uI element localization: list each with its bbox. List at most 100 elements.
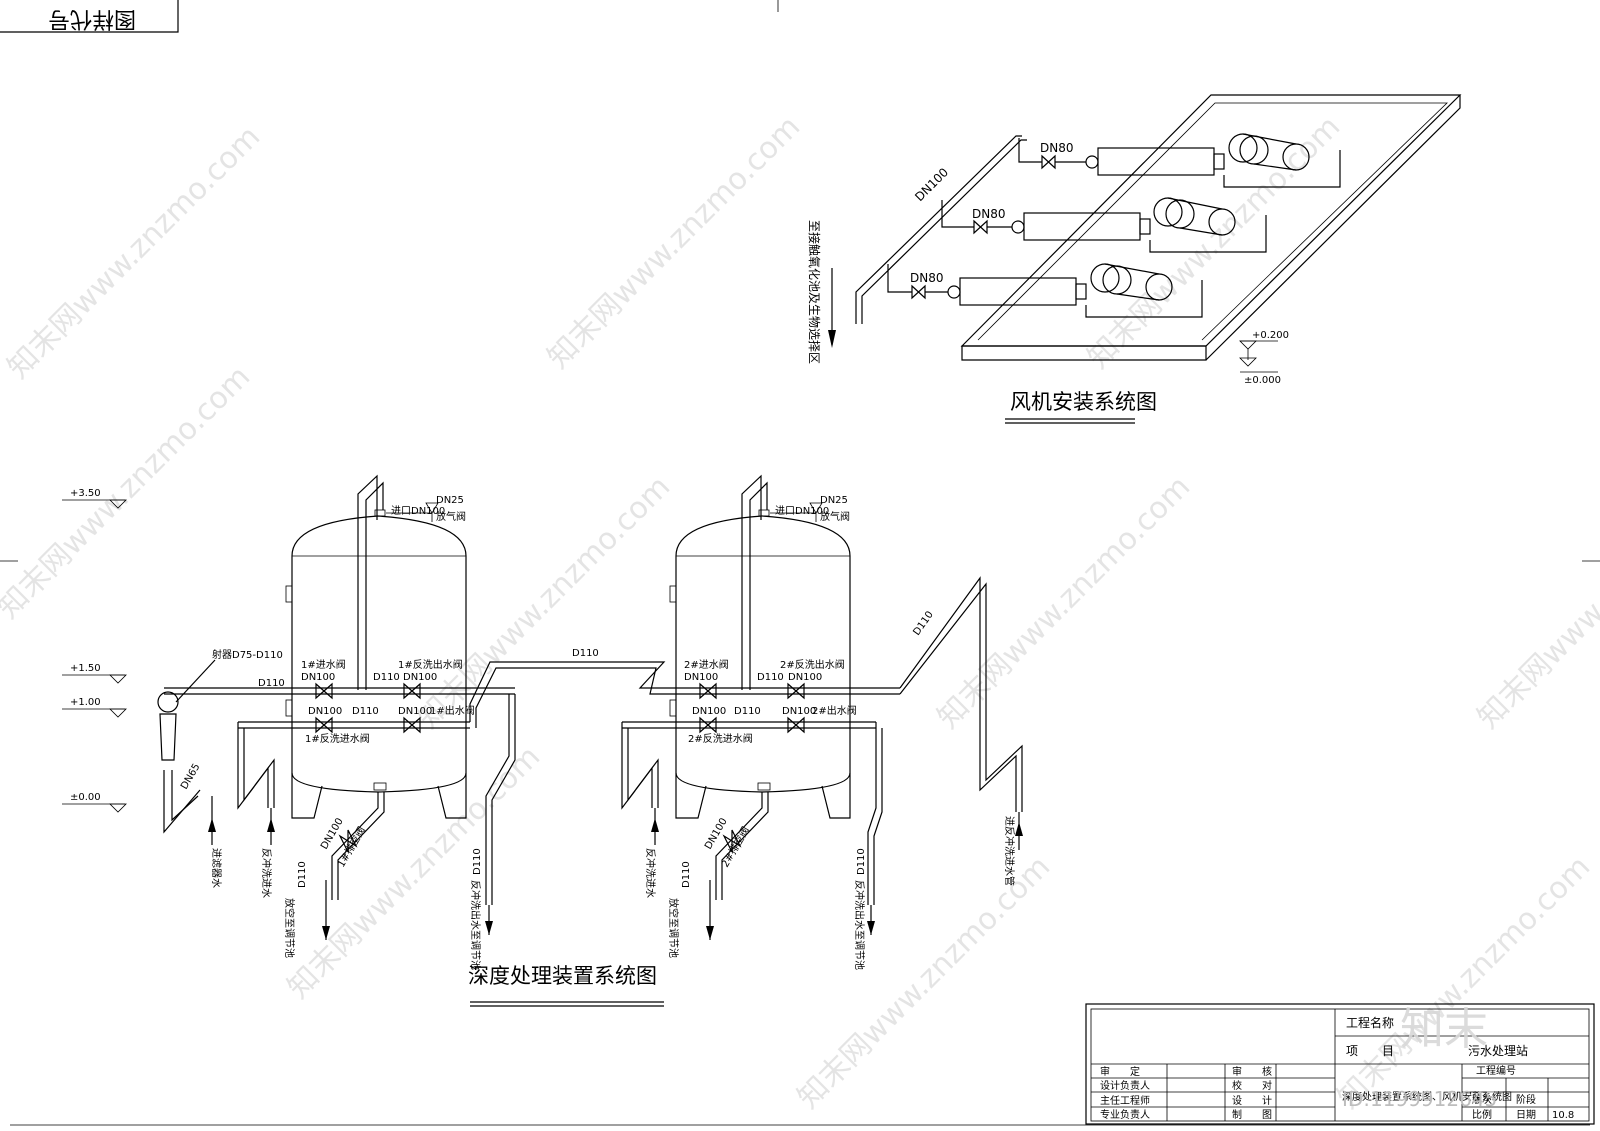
ejector: 射器D75-D110 DN65 (157, 649, 283, 834)
version-label: 版次 (1472, 1093, 1492, 1106)
role-label: 审 定 (1100, 1065, 1140, 1078)
valve-tag: 1#出水阀 (430, 704, 475, 717)
watermark: 知末网www.znzmo.com (541, 109, 807, 375)
level-label: +1.00 (70, 697, 101, 708)
level-label: +1.50 (70, 663, 101, 674)
drawing-code-stamp: 图样代号 (0, 0, 179, 33)
outlet-label: 反冲洗出水至调节池 (469, 880, 482, 970)
item-value: 污水处理站 (1468, 1044, 1528, 1058)
elevation-label: ±0.000 (1244, 375, 1281, 386)
level-label: ±0.00 (70, 792, 101, 803)
valve-tag: 2#出水阀 (812, 704, 857, 717)
title-block: 工程名称 项 目 污水处理站 深度处理装置系统图、风机安装系统图 工程编号 版次… (1085, 1003, 1595, 1125)
valve-tag: 1#进水阀 (301, 658, 346, 671)
valve (403, 682, 421, 700)
d110-label: D110 (734, 706, 761, 717)
watermark-layer: 知末网www.znzmo.com 知末网www.znzmo.com 知末网www… (0, 109, 1600, 1115)
ejector-label: 射器D75-D110 (212, 649, 283, 661)
d110-label: D110 (911, 609, 935, 637)
item-label: 项 目 (1346, 1044, 1394, 1058)
d110-label: D110 (572, 648, 599, 659)
tank1-vent-label: 放气阀 (436, 510, 466, 523)
valve (787, 682, 805, 700)
blower-unit: DN80 (1018, 133, 1341, 188)
role-label: 设 计 (1232, 1094, 1272, 1107)
main-air-pipe (855, 135, 1022, 324)
d110-label: D110 (681, 861, 692, 888)
role-label: 校 对 (1232, 1079, 1272, 1092)
level-marks: +3.50 +1.50 +1.00 ±0.00 (62, 488, 127, 813)
valve-tag: 1#反洗进水阀 (305, 732, 370, 745)
valve-tag: 1#反洗出水阀 (398, 658, 463, 671)
d110-label: D110 (297, 861, 308, 888)
znzmo-logo: 知末 (1400, 1004, 1488, 1055)
valve-size: DN100 (788, 672, 822, 683)
blower-valve-label: DN80 (1040, 141, 1074, 155)
valve-size: DN100 (684, 672, 718, 683)
role-label: 专业负责人 (1100, 1108, 1150, 1121)
valve (338, 829, 358, 853)
outlet-label: 反冲洗进水 (260, 848, 273, 898)
drawing-name: 深度处理装置系统图、风机安装系统图 (1342, 1090, 1512, 1103)
deep-diagram-title: 深度处理装置系统图 (468, 964, 657, 988)
d110-label: D110 (258, 678, 285, 689)
d110-label: D110 (352, 706, 379, 717)
watermark: 知末网www.znzmo.com (0, 359, 257, 625)
blower-unit: DN80 (887, 263, 1203, 318)
blower-elevation-marks: +0.200 ±0.000 (1239, 330, 1289, 386)
tank2-vent-size: DN25 (820, 495, 848, 506)
d110-label: D110 (757, 672, 784, 683)
date-value: 10.8 (1552, 1110, 1574, 1121)
date-label: 日期 (1516, 1109, 1536, 1121)
valve (403, 716, 421, 734)
valve-size: DN100 (692, 706, 726, 717)
level-label: +3.50 (70, 488, 101, 499)
outlet-label: 反冲洗进水 (644, 848, 657, 898)
filter-tank-1: 进口DN100 DN25 放气阀 D110 1#进水阀 DN100 D110 1… (164, 474, 515, 958)
valve-tag: 2#进水阀 (684, 658, 729, 671)
valve-size: DN100 (403, 672, 437, 683)
blower-valve-label: DN80 (972, 207, 1006, 221)
valve-tag: 2#反洗出水阀 (780, 658, 845, 671)
watermark: 知末网www.znzmo.com (1, 119, 267, 385)
elevation-label: +0.200 (1252, 330, 1289, 341)
valve (722, 829, 742, 853)
outlet-label: 反冲洗出水至调节池 (853, 880, 866, 970)
d110-label: D110 (373, 672, 400, 683)
role-label: 设计负责人 (1100, 1079, 1150, 1092)
tank2-vent-label: 放气阀 (820, 510, 850, 523)
d110-label: D110 (472, 848, 483, 875)
project-no-label: 工程编号 (1476, 1064, 1516, 1077)
blower-diagram-title: 风机安装系统图 (1010, 390, 1157, 414)
tank1-vent-size: DN25 (436, 495, 464, 506)
id-text: ID:1199912645 (1342, 1087, 1497, 1111)
valve (787, 716, 805, 734)
stage-label: 阶段 (1516, 1093, 1536, 1106)
tank1-inlet-label: 进口DN100 (391, 505, 445, 517)
outlet-label: 进滤器水 (210, 848, 223, 888)
role-label: 制 图 (1232, 1108, 1272, 1121)
role-label: 审 核 (1232, 1065, 1272, 1078)
valve-tag: 2#反洗进水阀 (688, 732, 753, 745)
project-name-label: 工程名称 (1346, 1015, 1394, 1030)
valve-size: DN100 (782, 706, 816, 717)
d110-label: D110 (856, 848, 867, 875)
valve (315, 682, 333, 700)
outlet-label: 放空至调节池 (667, 898, 680, 958)
valve (699, 716, 717, 734)
outlet-label: 放空至调节池 (283, 898, 296, 958)
tank2-inlet-label: 进口DN100 (775, 505, 829, 517)
dn65-label: DN65 (179, 762, 202, 792)
watermark: 知末网www.znzmo.com (1471, 469, 1600, 735)
watermark: 知末网www.znzmo.com (411, 469, 677, 735)
role-label: 主任工程师 (1100, 1094, 1150, 1107)
valve (699, 682, 717, 700)
main-pipe-label: DN100 (912, 165, 951, 204)
watermark: 知末网www.znzmo.com (1331, 849, 1597, 1115)
interconnect-pipe: D110 D110 反冲洗出水至调节池 (469, 648, 690, 970)
valve-size: DN100 (301, 672, 335, 683)
watermark: 知末网www.znzmo.com (791, 849, 1057, 1115)
scale-label: 比例 (1472, 1108, 1492, 1121)
deep-treatment-diagram: +3.50 +1.50 +1.00 ±0.00 射器D75-D110 DN65 (62, 474, 1023, 1007)
